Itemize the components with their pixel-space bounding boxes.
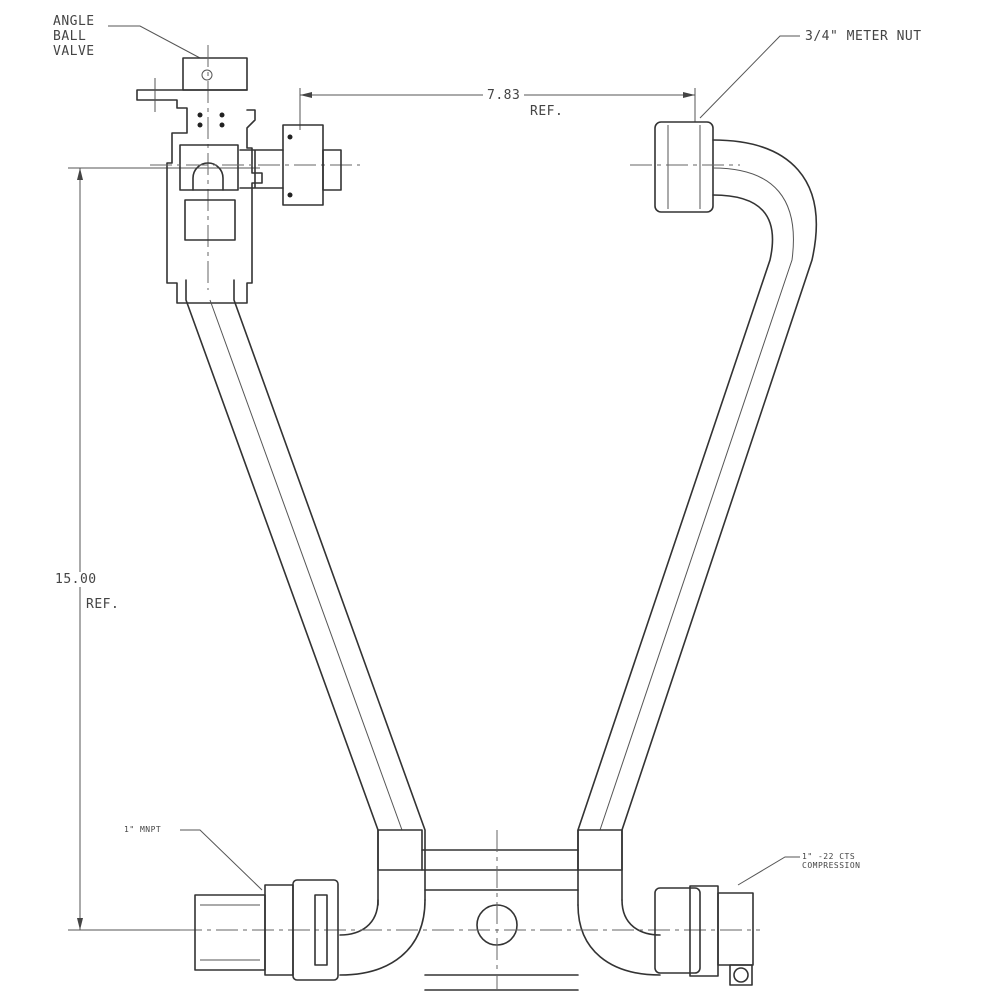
manifold-body xyxy=(180,830,760,991)
inlet-label: 1" MNPT xyxy=(124,825,162,834)
meter-nut-leader xyxy=(699,35,800,119)
right-riser-pipe xyxy=(577,139,817,906)
height-dimension xyxy=(68,167,260,931)
valve-outlet-nut xyxy=(282,124,342,206)
width-dimension-suffix: REF. xyxy=(530,104,564,119)
width-dimension-value: 7.83 xyxy=(483,88,525,103)
angle-ball-valve xyxy=(136,45,284,304)
height-dimension-value: 15.00 xyxy=(55,572,97,587)
outlet-compression-fitting xyxy=(654,885,754,986)
outlet-leader xyxy=(737,856,800,886)
left-riser-pipe xyxy=(185,279,426,906)
inlet-leader xyxy=(180,829,263,891)
meter-nut-label: 3/4" METER NUT xyxy=(805,29,922,44)
inlet-mnpt-fitting xyxy=(194,879,339,981)
valve-leader xyxy=(108,25,201,59)
height-dimension-suffix: REF. xyxy=(86,597,120,612)
meter-nut xyxy=(630,121,740,213)
